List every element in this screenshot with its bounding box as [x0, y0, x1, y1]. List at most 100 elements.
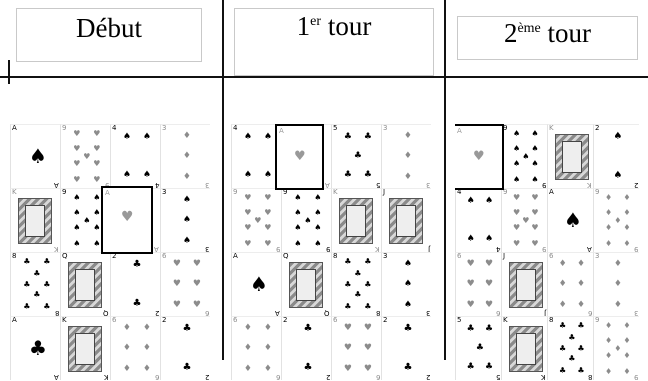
diamond-icon: ♦	[559, 301, 567, 310]
diamond-icon: ♦	[623, 322, 630, 330]
spade-icon: ♠	[183, 237, 191, 246]
diamond-icon: ♦	[605, 368, 612, 376]
card-rank: 4	[112, 125, 116, 132]
playing-card: KK	[547, 124, 593, 188]
card-rank: 2	[112, 253, 116, 260]
heart-icon: ♥	[264, 224, 271, 232]
card-rank-bottom: 9	[326, 245, 330, 252]
face-card-portrait	[509, 326, 543, 372]
card-rank: 6	[233, 317, 237, 324]
heart-icon: ♥	[93, 160, 100, 168]
spade-icon: ♠	[294, 194, 301, 202]
diamond-icon: ♦	[143, 365, 151, 374]
spade-icon: ♠	[183, 196, 191, 205]
card-rank-bottom: 2	[426, 373, 430, 380]
card-rank-bottom: 5	[496, 373, 500, 380]
card-rank-bottom: 3	[634, 309, 638, 316]
heart-icon: ♥	[531, 224, 538, 232]
card-rank: A	[12, 125, 17, 132]
club-icon: ♣	[23, 281, 30, 289]
panel-tour1: 44♠♠♠♠AA♥55♣♣♣♣♣33♦♦♦99♥♥♥♥♥♥♥♥♥99♠♠♠♠♠♠…	[231, 124, 431, 380]
heart-icon: ♥	[467, 301, 475, 310]
diamond-icon: ♦	[614, 217, 621, 225]
spade-icon: ♠	[143, 133, 151, 142]
spade-icon: ♠	[73, 194, 80, 202]
club-icon: ♣	[354, 270, 361, 278]
playing-card: 66♥♥♥♥♥♥	[455, 252, 501, 316]
card-rank: 8	[333, 253, 337, 260]
spade-icon: ♠	[314, 240, 321, 248]
spade-icon: ♠	[250, 274, 268, 294]
diamond-icon: ♦	[614, 345, 621, 353]
playing-card: 99♥♥♥♥♥♥♥♥♥	[231, 188, 281, 252]
card-rank-bottom: 4	[496, 245, 500, 252]
spade-icon: ♠	[294, 209, 301, 217]
spade-icon: ♠	[123, 133, 131, 142]
face-card-portrait	[555, 134, 589, 180]
diamond-icon: ♦	[614, 301, 622, 310]
card-rank-bottom: A	[275, 309, 280, 316]
card-rank-bottom: 2	[634, 181, 638, 188]
club-icon: ♣	[467, 363, 475, 372]
heart-icon: ♥	[264, 194, 271, 202]
spade-icon: ♠	[244, 171, 252, 180]
card-rank: 8	[12, 253, 16, 260]
spade-icon: ♠	[183, 216, 191, 225]
club-icon: ♣	[43, 303, 50, 311]
heart-icon: ♥	[294, 150, 306, 163]
diamond-icon: ♦	[244, 324, 252, 333]
club-icon: ♣	[404, 363, 413, 373]
diamond-icon: ♦	[623, 194, 630, 202]
spade-icon: ♠	[513, 160, 520, 168]
heart-icon: ♥	[73, 160, 80, 168]
spade-icon: ♠	[294, 224, 301, 232]
club-icon: ♣	[43, 258, 50, 266]
heart-icon: ♥	[485, 280, 493, 289]
highlighted-card-rank: A	[105, 189, 110, 197]
club-icon: ♣	[133, 299, 142, 309]
club-icon: ♣	[43, 281, 50, 289]
face-card-portrait	[18, 198, 52, 244]
spade-icon: ♠	[93, 194, 100, 202]
card-rank: K	[333, 189, 338, 196]
playing-card: KK	[60, 316, 110, 380]
club-icon: ♣	[183, 324, 192, 334]
card-rank-bottom: 9	[542, 181, 546, 188]
playing-card: 44♠♠♠♠	[231, 124, 281, 188]
spade-icon: ♠	[73, 224, 80, 232]
header-debut-label: Début	[76, 13, 142, 43]
diamond-icon: ♦	[623, 240, 630, 248]
diamond-icon: ♦	[183, 173, 191, 182]
header-tour1-sup: er	[310, 14, 321, 29]
diamond-icon: ♦	[623, 337, 630, 345]
card-rank: 6	[112, 317, 116, 324]
card-rank-bottom: K	[54, 245, 59, 252]
card-rank: 2	[283, 317, 287, 324]
card-rank: 3	[162, 125, 166, 132]
diamond-icon: ♦	[623, 209, 630, 217]
diamond-icon: ♦	[143, 344, 151, 353]
diamond-icon: ♦	[183, 152, 191, 161]
card-rank-bottom: 9	[542, 245, 546, 252]
heart-icon: ♥	[467, 280, 475, 289]
heart-icon: ♥	[485, 301, 493, 310]
card-rank: 9	[595, 189, 599, 196]
card-rank-bottom: 3	[205, 181, 209, 188]
card-rank: 9	[62, 189, 66, 196]
card-rank: K	[12, 189, 17, 196]
card-rank-bottom: 6	[376, 373, 380, 380]
spade-icon: ♠	[93, 209, 100, 217]
diamond-icon: ♦	[605, 322, 612, 330]
card-rank: 9	[283, 189, 287, 196]
spade-icon: ♠	[83, 217, 90, 225]
card-rank: J	[383, 189, 385, 196]
club-icon: ♣	[364, 281, 371, 289]
card-rank: K	[503, 317, 508, 324]
spade-icon: ♠	[513, 176, 520, 184]
